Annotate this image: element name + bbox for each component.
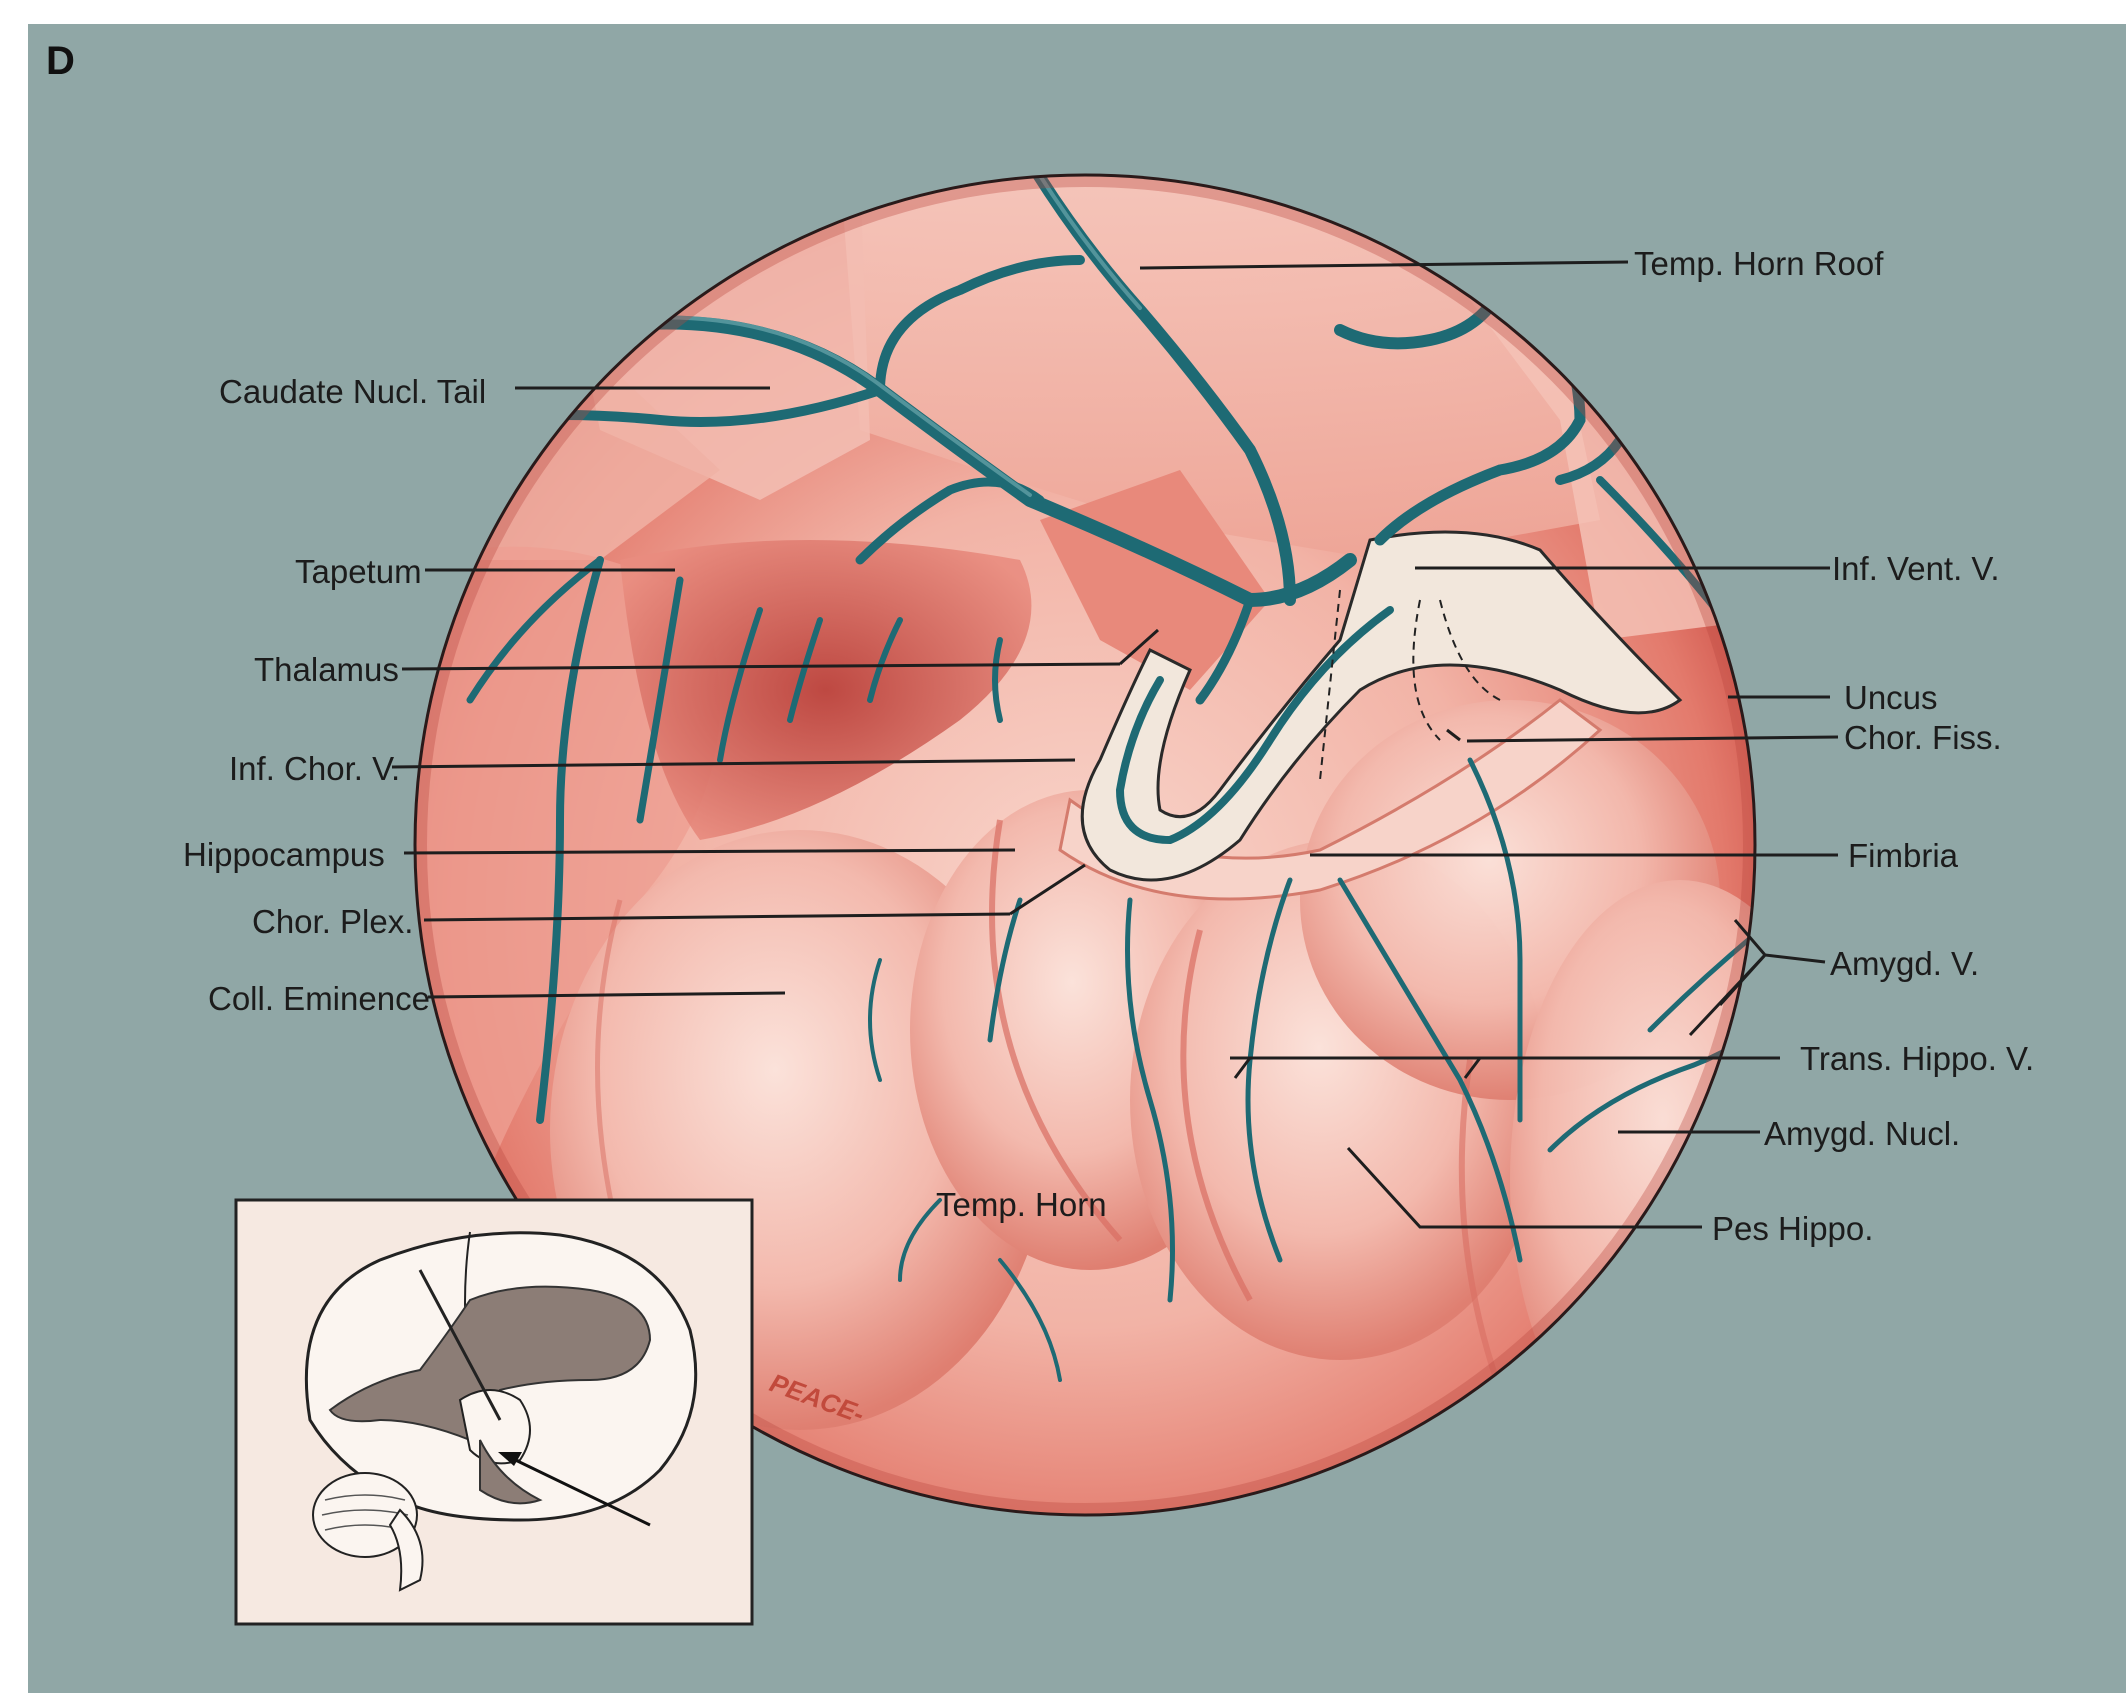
label-chor-plex: Chor. Plex. bbox=[252, 903, 413, 940]
label-temp-horn-roof: Temp. Horn Roof bbox=[1634, 245, 1884, 282]
label-trans-hippo-v: Trans. Hippo. V. bbox=[1800, 1040, 2034, 1077]
label-thalamus: Thalamus bbox=[254, 651, 399, 688]
label-pes-hippo: Pes Hippo. bbox=[1712, 1210, 1873, 1247]
label-hippocampus: Hippocampus bbox=[183, 836, 385, 873]
label-tapetum: Tapetum bbox=[295, 553, 422, 590]
panel-letter: D bbox=[46, 39, 75, 83]
label-caudate-nucl-tail: Caudate Nucl. Tail bbox=[219, 373, 486, 410]
wall-veins bbox=[466, 556, 1003, 1124]
leader-lines-left bbox=[391, 386, 1160, 999]
view-direction-arrow-icon bbox=[498, 1452, 651, 1527]
brain-sagittal-inset bbox=[234, 1198, 754, 1626]
label-chor-fiss: Chor. Fiss. bbox=[1844, 719, 2002, 756]
view-circle-rim bbox=[413, 173, 1757, 1517]
fimbria bbox=[1058, 698, 1603, 901]
label-inf-vent-v: Inf. Vent. V. bbox=[1832, 550, 2000, 587]
label-temp-horn: Temp. Horn bbox=[936, 1186, 1107, 1223]
label-coll-eminence: Coll. Eminence bbox=[208, 980, 430, 1017]
leader-lines-right bbox=[1139, 260, 1839, 1229]
label-fimbria: Fimbria bbox=[1848, 837, 1959, 874]
label-amygd-nucl: Amygd. Nucl. bbox=[1764, 1115, 1960, 1152]
label-inf-chor-v: Inf. Chor. V. bbox=[229, 750, 400, 787]
tapetum-wall bbox=[415, 546, 720, 1220]
label-uncus: Uncus bbox=[1844, 679, 1938, 716]
label-amygd-v: Amygd. V. bbox=[1830, 945, 1979, 982]
